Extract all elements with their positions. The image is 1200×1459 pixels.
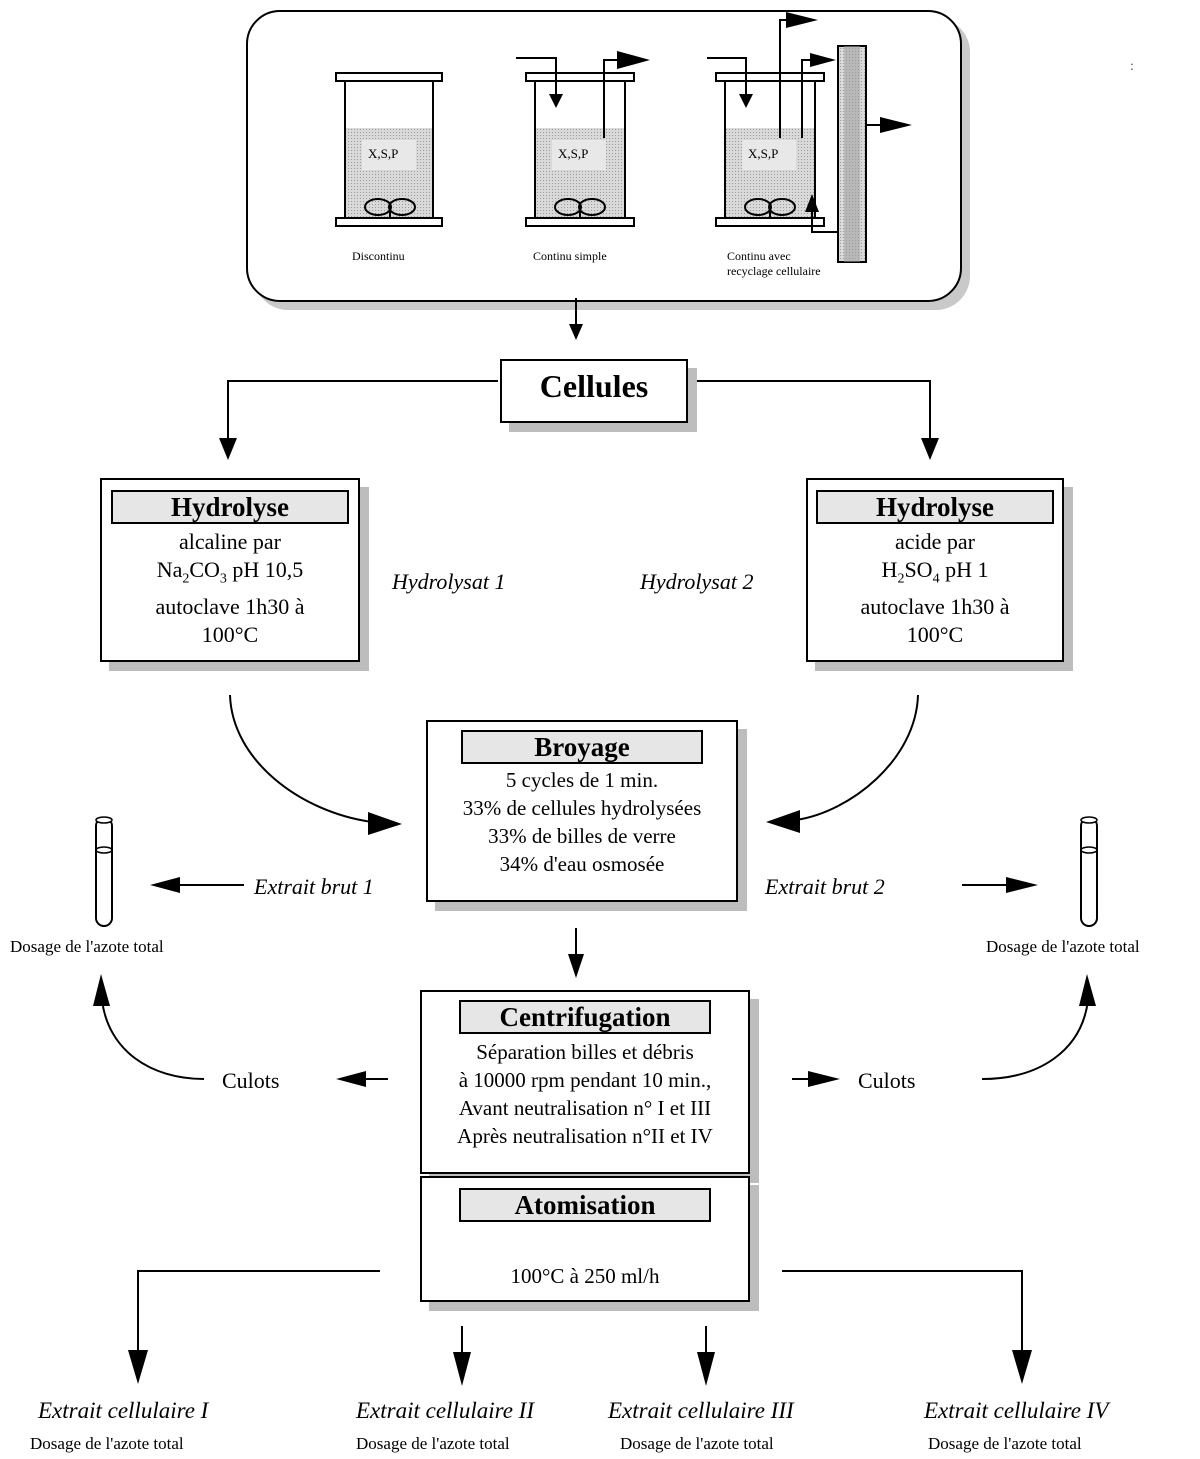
extrait-cellulaire-dosage: Dosage de l'azote total — [620, 1434, 774, 1453]
hydrolysat-2-label: Hydrolysat 2 — [640, 569, 754, 594]
extrait-cellulaire-4: Extrait cellulaire IV Dosage de l'azote … — [924, 1398, 1164, 1454]
hydrolyse-alcaline-title: Hydrolyse — [111, 490, 349, 524]
extrait-cellulaire-name: Extrait cellulaire II — [356, 1398, 534, 1423]
extrait-cellulaire-name: Extrait cellulaire III — [608, 1398, 794, 1423]
culots-left-label: Culots — [222, 1068, 280, 1093]
centrifugation-line: à 10000 rpm pendant 10 min., — [458, 1068, 712, 1092]
dosage-left-label: Dosage de l'azote total — [10, 937, 164, 956]
reactor-2-label: Continu simple — [533, 249, 607, 263]
hydrolyse-acide-reagent: H2SO4 pH 1 — [881, 557, 989, 587]
broyage-line: 34% d'eau osmosée — [499, 852, 665, 876]
cellules-label: Cellules — [539, 368, 649, 404]
culots-right-label: Culots — [858, 1068, 916, 1093]
hydrolyse-acide-title: Hydrolyse — [816, 490, 1054, 524]
centrifugation-title: Centrifugation — [459, 1000, 711, 1034]
hydrolyse-acide-line1: acide par — [895, 529, 975, 554]
hydrolyse-alcaline-box: Hydrolyse alcaline par Na2CO3 pH 10,5 au… — [100, 478, 360, 662]
extrait-cellulaire-3: Extrait cellulaire III Dosage de l'azote… — [608, 1398, 838, 1454]
centrifugation-line: Avant neutralisation n° I et III — [458, 1096, 712, 1120]
hydrolyse-acide-box: Hydrolyse acide par H2SO4 pH 1 autoclave… — [806, 478, 1064, 662]
reactor-continu-simple — [516, 51, 650, 227]
reactor-3-liquid-label: X,S,P — [748, 146, 779, 161]
centrifugation-box: Centrifugation Séparation billes et débr… — [420, 990, 750, 1174]
extrait-cellulaire-name: Extrait cellulaire I — [38, 1398, 209, 1423]
extrait-brut-1-label: Extrait brut 1 — [254, 874, 374, 899]
reactor-discontinu — [335, 72, 443, 227]
test-tube-left — [95, 816, 113, 927]
extrait-cellulaire-1: Extrait cellulaire I Dosage de l'azote t… — [30, 1398, 238, 1454]
atomisation-box: Atomisation 100°C à 250 ml/h — [420, 1176, 750, 1302]
broyage-line: 5 cycles de 1 min. — [505, 768, 659, 792]
centrifugation-line: Après neutralisation n°II et IV — [457, 1124, 713, 1148]
hydrolyse-alcaline-line4: 100°C — [201, 622, 259, 648]
extrait-cellulaire-dosage: Dosage de l'azote total — [928, 1434, 1082, 1453]
broyage-title: Broyage — [461, 730, 703, 764]
atomisation-title: Atomisation — [459, 1188, 711, 1222]
hydrolyse-alcaline-line1: alcaline par — [179, 529, 281, 554]
cellules-box: Cellules — [500, 359, 688, 423]
reactor-1-liquid-label: X,S,P — [368, 146, 399, 161]
reactor-3-label-line2: recyclage cellulaire — [727, 264, 821, 278]
hydrolyse-acide-line4: 100°C — [906, 622, 964, 648]
broyage-line: 33% de billes de verre — [488, 824, 676, 848]
hydrolyse-alcaline-reagent: Na2CO3 pH 10,5 — [156, 557, 304, 587]
broyage-box: Broyage 5 cycles de 1 min. 33% de cellul… — [426, 720, 738, 902]
atomisation-line: 100°C à 250 ml/h — [510, 1264, 660, 1288]
hydrolysat-1-label: Hydrolysat 1 — [392, 569, 506, 594]
extrait-cellulaire-2: Extrait cellulaire II Dosage de l'azote … — [356, 1398, 576, 1454]
centrifugation-line: Séparation billes et débris — [476, 1040, 694, 1064]
dosage-right-label: Dosage de l'azote total — [986, 937, 1140, 956]
extrait-brut-2-label: Extrait brut 2 — [765, 874, 885, 899]
reactor-1-label: Discontinu — [352, 249, 405, 263]
reactor-recyclage — [707, 12, 912, 263]
broyage-line: 33% de cellules hydrolysées — [462, 796, 702, 820]
test-tube-right — [1080, 816, 1098, 927]
reactor-2-liquid-label: X,S,P — [558, 146, 589, 161]
hydrolyse-acide-line3: autoclave 1h30 à — [860, 594, 1010, 620]
svg-text::: : — [1130, 59, 1134, 74]
extrait-cellulaire-dosage: Dosage de l'azote total — [30, 1434, 184, 1453]
extrait-cellulaire-dosage: Dosage de l'azote total — [356, 1434, 510, 1453]
hydrolyse-alcaline-line3: autoclave 1h30 à — [155, 594, 305, 620]
extrait-cellulaire-name: Extrait cellulaire IV — [924, 1398, 1109, 1423]
reactor-3-label-line1: Continu avec — [727, 249, 791, 263]
